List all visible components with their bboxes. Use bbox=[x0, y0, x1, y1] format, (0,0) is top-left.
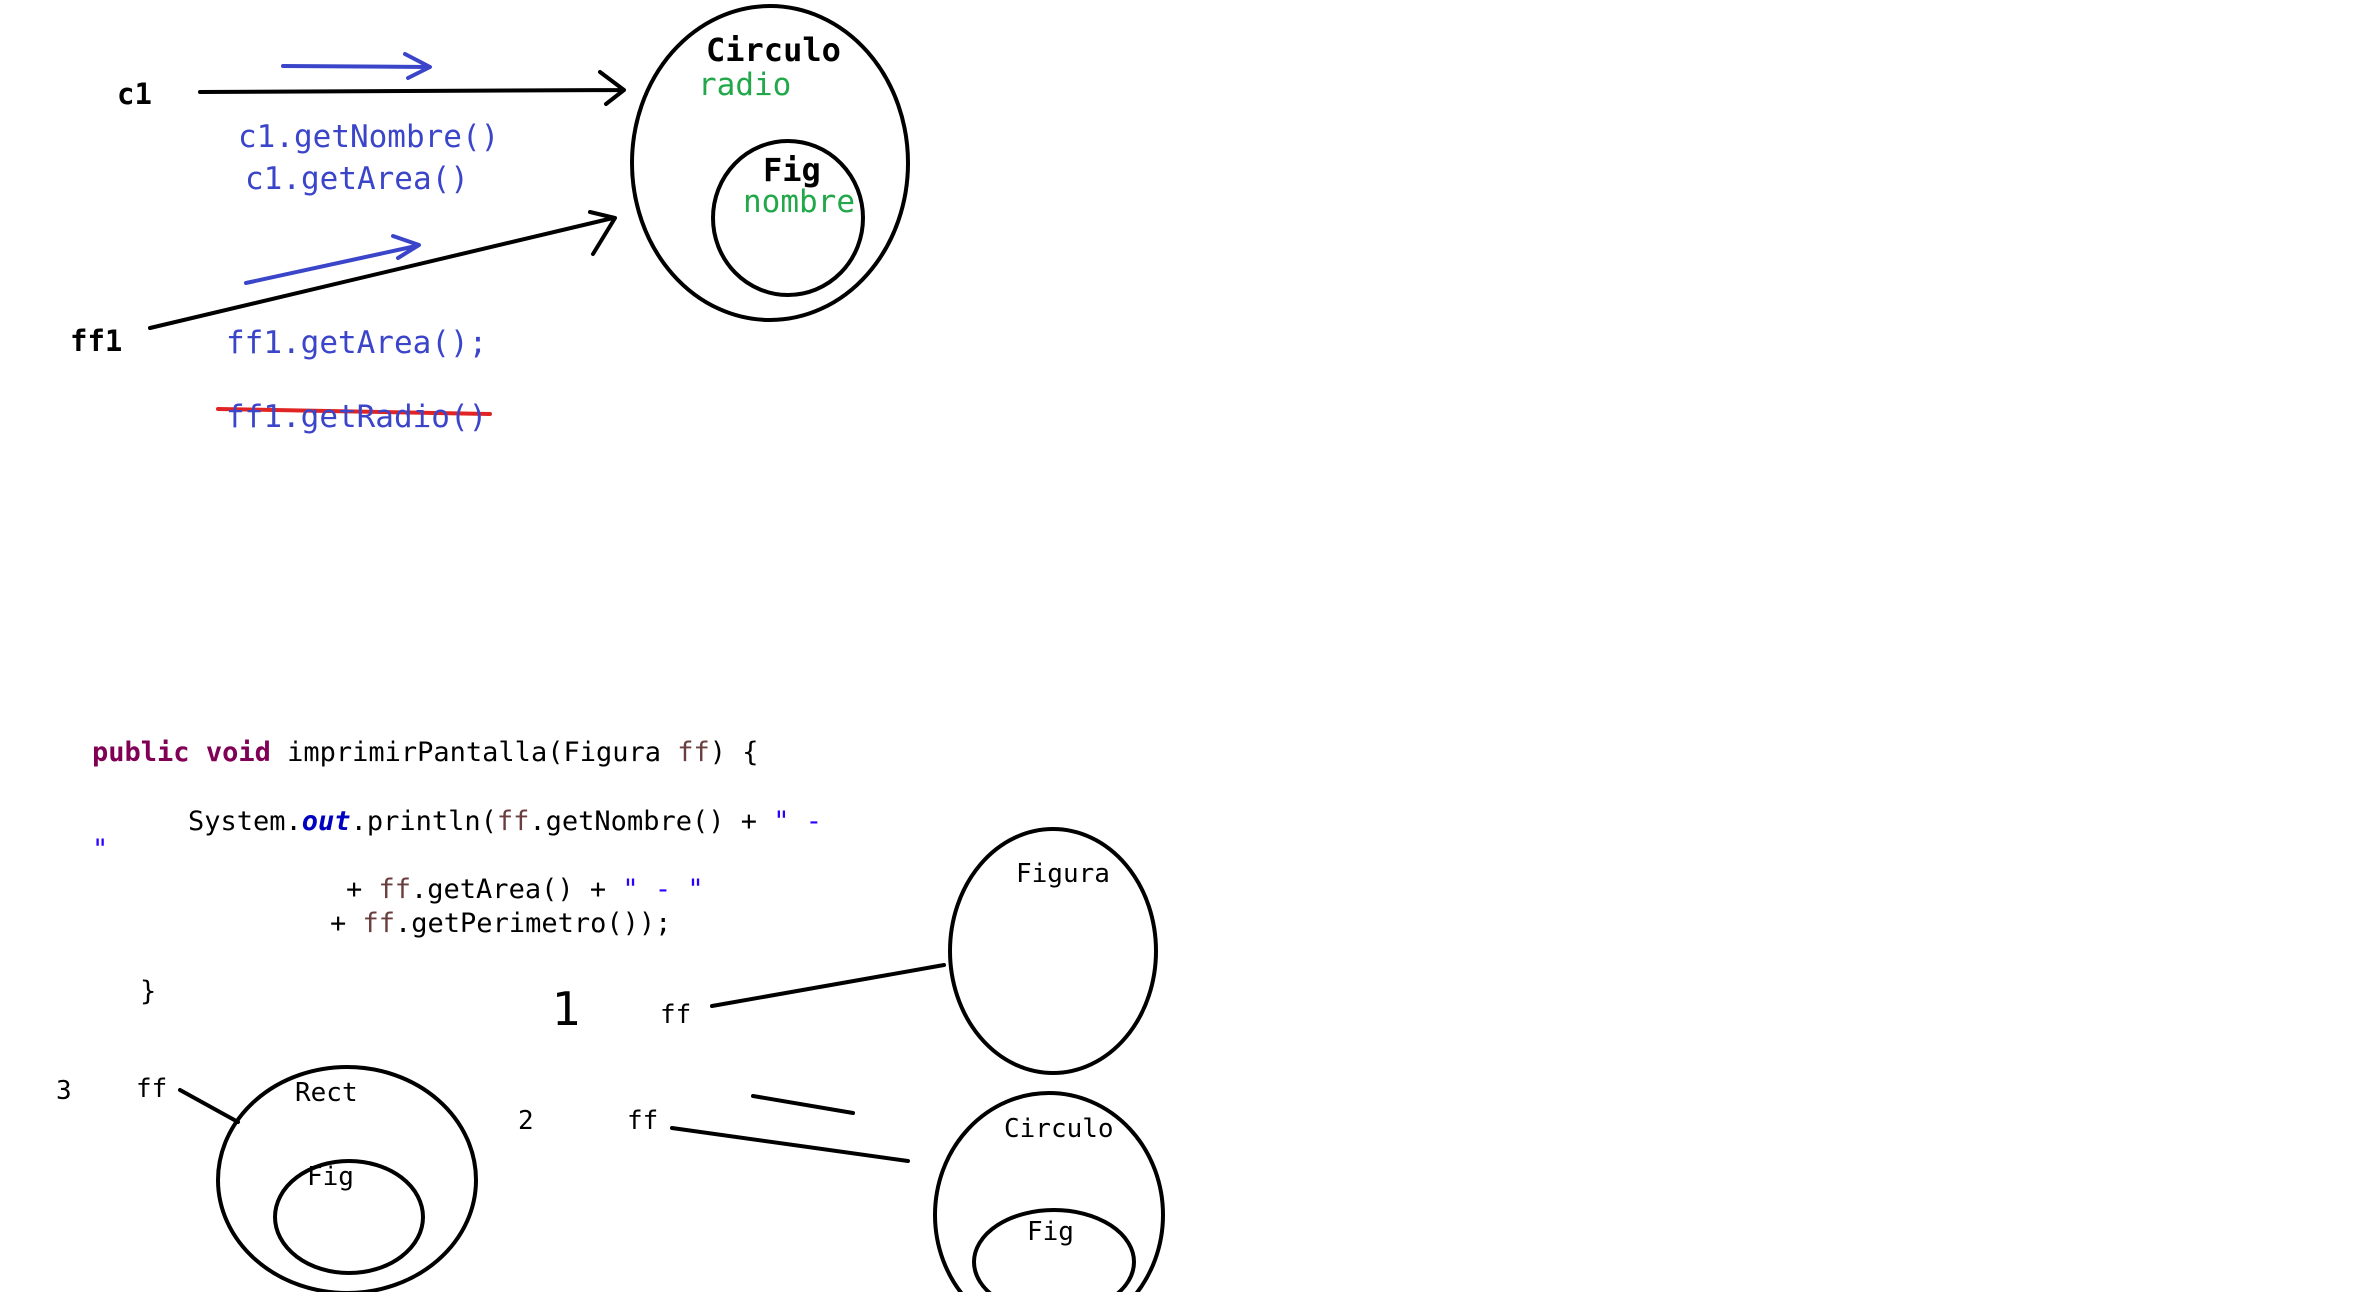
code-signature-line: public void imprimirPantalla(Figura ff) … bbox=[92, 739, 759, 766]
ff1-call-arrow bbox=[244, 234, 421, 285]
figura-label: Figura bbox=[1016, 859, 1110, 889]
ff-to-figura-line bbox=[710, 963, 946, 1008]
c1-label: c1 bbox=[117, 77, 152, 111]
stray-mark bbox=[751, 1094, 855, 1115]
fig-label: Fig bbox=[763, 151, 821, 189]
keyword-public: public bbox=[92, 737, 190, 768]
rect-label: Rect bbox=[295, 1078, 358, 1108]
call-ff1-getarea: ff1.getArea(); bbox=[226, 325, 488, 361]
number-2-label: 2 bbox=[518, 1106, 534, 1136]
out-field: out bbox=[301, 806, 351, 837]
getnombre-text: .getNombre() + bbox=[529, 806, 774, 837]
param-ff-2: ff bbox=[496, 806, 530, 837]
bottom-circulo-fig-ellipse bbox=[972, 1208, 1136, 1296]
rect-fig-label: Fig bbox=[307, 1162, 354, 1192]
string-sep-1-wrap: " bbox=[92, 834, 109, 865]
getperimetro-text: .getPerimetro()); bbox=[395, 908, 672, 939]
ff-label-rect: ff bbox=[136, 1074, 168, 1104]
rect-fig-ellipse bbox=[273, 1159, 425, 1275]
ff-label-figura: ff bbox=[660, 1000, 692, 1030]
keyword-void: void bbox=[205, 737, 271, 768]
radio-field-label: radio bbox=[698, 67, 792, 103]
param-ff-4: ff bbox=[362, 908, 396, 939]
fig-inner-ellipse bbox=[711, 139, 865, 297]
string-sep-2: " - " bbox=[622, 874, 704, 905]
strike-line bbox=[216, 407, 492, 416]
c1-reference-arrow bbox=[198, 70, 626, 106]
number-3-label: 3 bbox=[56, 1076, 72, 1106]
code-getarea-line: + ff.getArea() + " - " bbox=[346, 876, 704, 903]
call-c1-getnombre: c1.getNombre() bbox=[238, 119, 500, 155]
ff1-reference-arrow bbox=[148, 210, 617, 330]
signature-end: ) { bbox=[709, 737, 759, 768]
circulo-object-ellipse bbox=[630, 4, 910, 322]
code-close-brace: } bbox=[140, 976, 157, 1007]
code-println-line: System.out.println(ff.getNombre() + " - bbox=[188, 808, 822, 835]
ff-to-rect-line bbox=[178, 1088, 240, 1124]
plus-2: + bbox=[330, 908, 363, 939]
nombre-field-label: nombre bbox=[743, 184, 855, 220]
param-ff: ff bbox=[677, 737, 710, 768]
c1-call-arrow bbox=[281, 52, 432, 80]
getarea-text: .getArea() + bbox=[411, 874, 623, 905]
figura-object-ellipse bbox=[948, 827, 1158, 1075]
call-ff1-getradio-struck: ff1.getRadio() bbox=[226, 399, 488, 435]
plus-1: + bbox=[346, 874, 379, 905]
bottom-circulo-label: Circulo bbox=[1004, 1114, 1114, 1144]
method-name: imprimirPantalla(Figura bbox=[287, 737, 661, 768]
param-ff-3: ff bbox=[378, 874, 412, 905]
ff-to-circulo-line bbox=[670, 1126, 910, 1163]
ff-label-circulo: ff bbox=[627, 1106, 659, 1136]
bottom-circulo-ellipse bbox=[933, 1091, 1165, 1296]
call-c1-getarea: c1.getArea() bbox=[245, 161, 469, 197]
system-text: System. bbox=[188, 806, 302, 837]
bottom-circulo-fig-label: Fig bbox=[1027, 1217, 1074, 1247]
code-getperimetro-line: + ff.getPerimetro()); bbox=[330, 910, 671, 937]
handwritten-number-1: 1 bbox=[552, 982, 582, 1036]
circulo-label: Circulo bbox=[706, 31, 841, 69]
string-sep-1: " - bbox=[773, 806, 823, 837]
ff1-label: ff1 bbox=[70, 324, 123, 358]
println-text: .println( bbox=[350, 806, 497, 837]
